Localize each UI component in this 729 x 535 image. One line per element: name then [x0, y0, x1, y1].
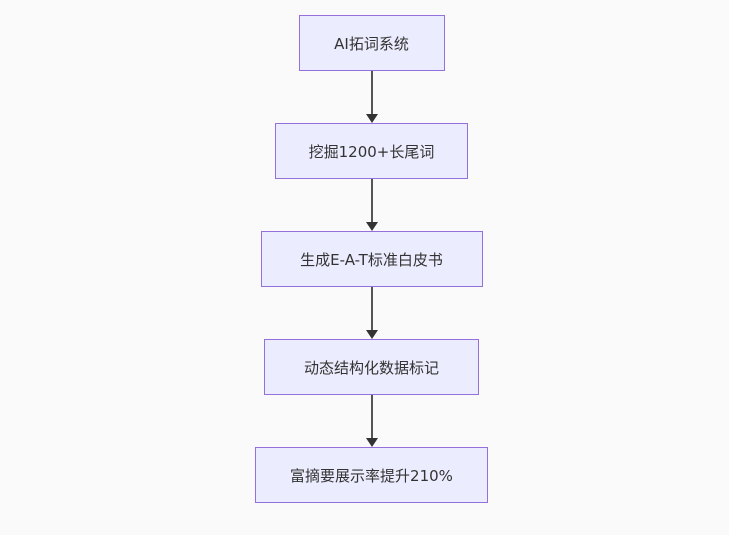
node-label: 动态结构化数据标记 [303, 358, 439, 377]
flowchart-edge-1 [365, 71, 378, 123]
flowchart-edge-4 [365, 395, 378, 447]
edge-line [370, 71, 373, 115]
flowchart-node-structured-data-markup: 动态结构化数据标记 [264, 339, 479, 395]
arrowhead-down-icon [365, 114, 378, 123]
arrowhead-down-icon [365, 330, 378, 339]
flowchart-edge-2 [365, 179, 378, 231]
node-label: AI拓词系统 [334, 34, 409, 53]
node-label: 富摘要展示率提升210% [290, 466, 453, 485]
flowchart-node-ai-word-expansion: AI拓词系统 [298, 15, 445, 71]
flowchart-node-longtail-mining: 挖掘1200+长尾词 [275, 123, 468, 179]
node-label: 生成E-A-T标准白皮书 [300, 250, 443, 269]
arrowhead-down-icon [365, 222, 378, 231]
edge-line [370, 395, 373, 439]
edge-line [370, 179, 373, 223]
edge-line [370, 287, 373, 331]
node-label: 挖掘1200+长尾词 [308, 142, 435, 161]
flowchart-node-rich-snippet-rate: 富摘要展示率提升210% [255, 447, 488, 503]
flowchart-node-eat-whitepaper: 生成E-A-T标准白皮书 [260, 231, 483, 287]
flowchart-column: AI拓词系统 挖掘1200+长尾词 生成E-A-T标准白皮书 动态结构化数据标记 [0, 15, 729, 503]
flowchart-edge-3 [365, 287, 378, 339]
arrowhead-down-icon [365, 438, 378, 447]
